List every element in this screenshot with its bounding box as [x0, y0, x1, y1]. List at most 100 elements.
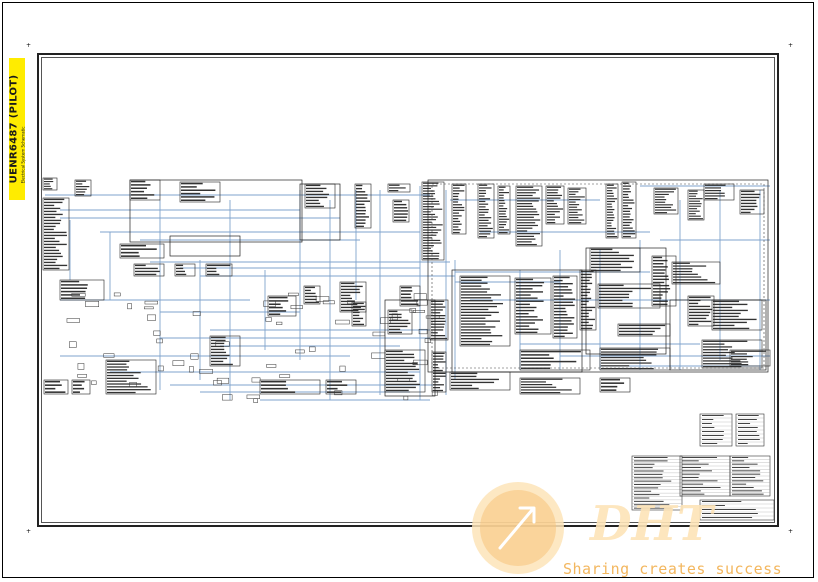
terminal-row [554, 307, 566, 310]
connector-block [449, 371, 511, 391]
block-outline [621, 181, 637, 239]
terminal-row [269, 306, 283, 309]
terminal-row [607, 203, 612, 205]
terminal-row [107, 383, 142, 385]
terminal-row [599, 305, 633, 308]
table-row-text [732, 470, 761, 472]
connector-block [339, 281, 367, 313]
terminal-row [107, 386, 148, 388]
terminal-row [461, 294, 501, 296]
terminal-row [689, 195, 697, 197]
terminal-row [521, 392, 561, 394]
terminal-row [401, 293, 411, 295]
terminal-row [386, 365, 416, 368]
terminal-row [581, 318, 595, 321]
terminal-row [121, 255, 140, 257]
terminal-row [581, 282, 593, 285]
connector-block [259, 379, 321, 395]
terminal-row [623, 202, 635, 204]
terminal-row [176, 270, 186, 273]
notes-block [679, 455, 731, 497]
terminal-row [451, 378, 499, 381]
terminal-row [76, 183, 83, 185]
block-outline [653, 187, 679, 215]
component-symbol [91, 380, 97, 385]
terminal-row [181, 199, 206, 201]
terminal-row [689, 190, 698, 192]
document-title-tab: UENR6487 (PILOT) Electrical System Schem… [9, 58, 26, 200]
terminal-row [731, 350, 766, 352]
terminal-row [581, 309, 593, 312]
terminal-row [499, 218, 510, 220]
terminal-row [389, 190, 399, 192]
terminal-row [44, 207, 61, 210]
terminal-row [431, 303, 443, 305]
terminal-row [44, 267, 60, 270]
terminal-row [517, 238, 536, 240]
terminal-row [689, 215, 701, 217]
block-outline [325, 379, 357, 395]
table-row-text [732, 477, 756, 478]
terminal-row [479, 187, 492, 189]
terminal-row [76, 188, 87, 190]
component-outline [451, 269, 583, 373]
connector-block [599, 347, 671, 371]
table-row-text [634, 460, 668, 462]
terminal-row [689, 205, 701, 207]
table-row-text [702, 509, 756, 510]
terminal-row [121, 248, 157, 250]
terminal-row [305, 295, 317, 298]
terminal-row [389, 184, 400, 186]
terminal-row [423, 182, 439, 184]
connector-block [671, 261, 721, 285]
connector-block [477, 183, 495, 239]
terminal-row [389, 331, 402, 334]
terminal-row [386, 359, 405, 362]
component-symbol [279, 374, 291, 378]
table-row-text [738, 435, 760, 436]
terminal-row [554, 310, 567, 313]
table-row-text [738, 443, 748, 444]
terminal-row [569, 216, 579, 219]
terminal-row [389, 325, 408, 328]
terminal-row [713, 309, 748, 312]
terminal-row [623, 210, 631, 212]
terminal-row [601, 385, 618, 388]
table-row-text [702, 505, 725, 506]
terminal-row [554, 286, 569, 288]
terminal-row [689, 317, 707, 320]
connector-block [701, 339, 763, 369]
registration-mark: + [788, 42, 794, 49]
terminal-row [516, 331, 538, 334]
terminal-row [517, 192, 536, 194]
terminal-row [517, 200, 539, 202]
terminal-row [107, 372, 141, 374]
terminal-row [176, 264, 184, 267]
table-row-text [682, 463, 709, 465]
terminal-row [353, 302, 364, 305]
terminal-row [453, 184, 465, 186]
table-row-text [634, 477, 663, 479]
terminal-row [45, 391, 66, 393]
terminal-row [569, 206, 578, 208]
terminal-row [601, 362, 652, 364]
terminal-row [433, 372, 446, 374]
component-symbol [403, 395, 409, 401]
terminal-row [107, 380, 127, 382]
table-row-text [682, 460, 699, 462]
terminal-row [61, 290, 86, 293]
table-row-text [702, 513, 758, 514]
terminal-row [453, 198, 459, 200]
connector-block [354, 183, 372, 229]
table-row-text [732, 480, 764, 482]
block-outline [459, 275, 511, 347]
terminal-row [356, 216, 369, 218]
connector-block [42, 197, 70, 271]
table-row-text [702, 423, 712, 424]
terminal-row [461, 276, 488, 279]
terminal-row [479, 235, 487, 238]
terminal-row [44, 261, 56, 264]
terminal-row [516, 285, 543, 287]
component-symbol [199, 369, 213, 374]
terminal-row [703, 357, 733, 359]
